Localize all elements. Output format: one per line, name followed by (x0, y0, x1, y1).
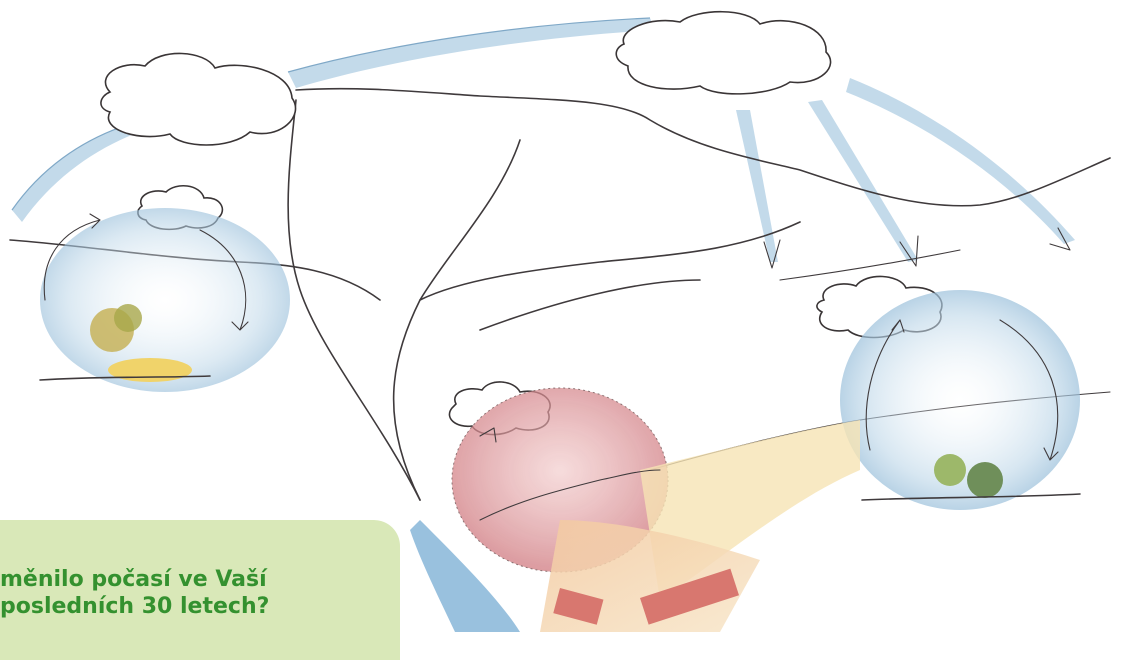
question-line-2: posledních 30 letech? (0, 593, 420, 620)
left-flow-arrow (12, 124, 134, 222)
rain-arrows (736, 100, 918, 268)
question-text: měnilo počasí ve Vaší posledních 30 lete… (0, 566, 420, 620)
cloud-top-right (616, 12, 830, 94)
cloud-top-left (101, 53, 296, 145)
center-sphere (410, 388, 860, 632)
left-sphere (40, 208, 290, 392)
question-line-1: měnilo počasí ve Vaší (0, 566, 420, 593)
upper-flow-arrow (288, 18, 655, 88)
right-sphere (840, 290, 1080, 510)
right-flow-arrow (846, 78, 1075, 250)
